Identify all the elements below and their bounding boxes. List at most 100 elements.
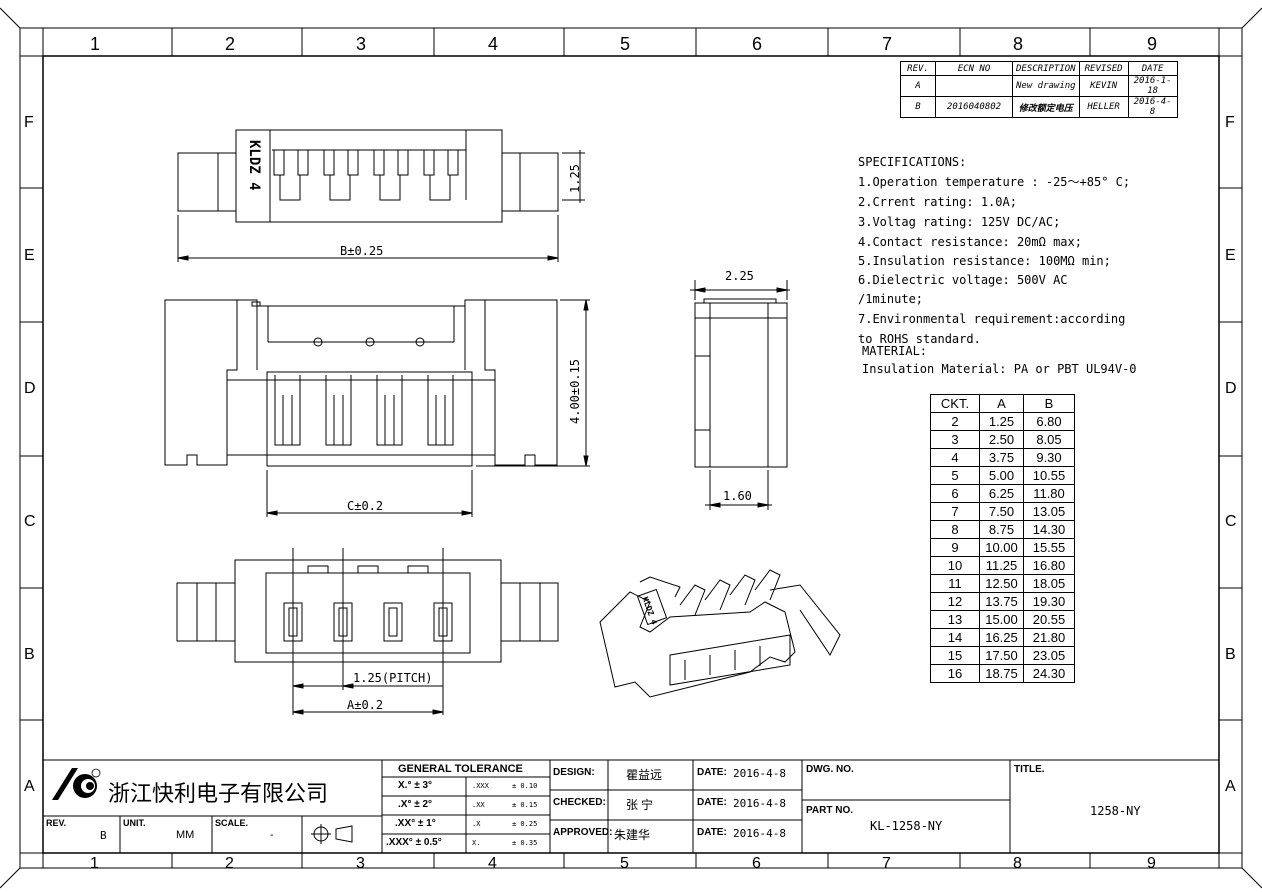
- column-label: 3: [356, 34, 367, 54]
- column-label: 6: [752, 855, 761, 872]
- design-date: 2016-4-8: [733, 767, 786, 780]
- table-cell: 16.80: [1023, 556, 1075, 575]
- revision-header: REV.: [900, 61, 936, 76]
- front-view: [164, 299, 590, 517]
- row-label: D: [1225, 380, 1237, 397]
- table-cell: 24.30: [1023, 664, 1075, 683]
- table-header-row: CKT. A B: [930, 394, 1075, 413]
- column-label: 7: [882, 34, 893, 54]
- title-block-lines: [43, 759, 1219, 853]
- column-ticks: [171, 28, 1091, 868]
- tolerance-value: ± 0.10: [512, 782, 538, 790]
- title-value: 1258-NY: [1090, 804, 1141, 818]
- table-cell: 10: [930, 556, 980, 575]
- table-cell: 10.55: [1023, 466, 1075, 485]
- table-cell: 5: [930, 466, 980, 485]
- table-cell: 11.25: [979, 556, 1024, 575]
- table-cell: 13: [930, 610, 980, 629]
- spec-line: 4.Contact resistance: 20mΩ max;: [858, 235, 1082, 249]
- table-cell: 7.50: [979, 502, 1024, 521]
- column-label: 4: [488, 34, 499, 54]
- row-label: F: [1225, 114, 1235, 131]
- table-cell: 14: [930, 628, 980, 647]
- table-header: A: [979, 394, 1024, 413]
- tolerance-angle: .XX° ± 1°: [395, 818, 436, 829]
- column-label: 3: [356, 855, 365, 872]
- bottom-view: [176, 548, 559, 715]
- row-ticks: [20, 187, 1242, 721]
- spec-line: /1minute;: [858, 292, 924, 306]
- tolerance-decimal: .X: [472, 820, 481, 828]
- table-cell: 6: [930, 484, 980, 503]
- table-cell: 13.75: [979, 592, 1024, 611]
- column-label: 2: [225, 855, 234, 872]
- scale-value: -: [270, 829, 274, 841]
- revision-cell: New drawing: [1012, 75, 1080, 97]
- table-cell: 2.50: [979, 430, 1024, 449]
- unit-label: UNIT.: [123, 818, 146, 828]
- revision-row: B 2016040802 修改额定电压 HELLER 2016-4-8: [900, 96, 1178, 118]
- outer-frame: [0, 7, 1262, 889]
- projection-symbol: [311, 824, 353, 844]
- isometric-view: [599, 569, 841, 698]
- dimension-pitch-label: 1.25(PITCH): [353, 671, 433, 685]
- table-cell: 5.00: [979, 466, 1024, 485]
- company-logo: [52, 768, 101, 800]
- revision-header: ECN NO: [935, 61, 1013, 76]
- design-label: DESIGN:: [553, 767, 595, 778]
- column-label: 6: [752, 34, 763, 54]
- part-number-label: PART NO.: [806, 805, 854, 816]
- column-label: 1: [90, 855, 99, 872]
- table-cell: 1.25: [979, 412, 1024, 431]
- row-label: A: [1225, 778, 1236, 795]
- date-label: DATE:: [697, 827, 727, 838]
- spec-line: 1.Operation temperature : -25～+85° C;: [858, 175, 1131, 189]
- housing-marking-label: KLDZ 4: [246, 140, 262, 191]
- row-label: F: [24, 114, 34, 131]
- revision-cell: KEVIN: [1078, 75, 1129, 97]
- tolerance-angle: X.° ± 3°: [398, 780, 433, 791]
- tolerance-value: ± 0.35: [512, 839, 538, 847]
- rev-label: REV.: [46, 818, 67, 828]
- spec-line: 2.Crrent rating: 1.0A;: [858, 195, 1017, 209]
- table-header: CKT.: [930, 394, 980, 413]
- table-cell: 8.75: [979, 520, 1024, 539]
- revision-cell: A: [900, 75, 936, 97]
- dimension-a-label: A±0.2: [347, 698, 384, 712]
- tolerance-angle: .XXX° ± 0.5°: [386, 837, 442, 848]
- row-label: C: [24, 513, 36, 530]
- dimension-b-label: B±0.25: [340, 244, 384, 258]
- tolerance-value: ± 0.25: [512, 820, 538, 828]
- table-cell: 8.05: [1023, 430, 1075, 449]
- tolerance-title: GENERAL TOLERANCE: [398, 763, 523, 775]
- revision-cell: 2016-4-8: [1127, 96, 1178, 118]
- tolerance-decimal: .XXX: [472, 782, 489, 790]
- revision-table: REV. ECN NO DESCRIPTION REVISED DATE A N…: [900, 61, 1178, 118]
- table-cell: 12: [930, 592, 980, 611]
- drawing-number-label: DWG. NO.: [806, 764, 854, 775]
- table-cell: 13.05: [1023, 502, 1075, 521]
- dimension-side-width-label: 2.25: [725, 269, 754, 283]
- revision-cell: 2016040802: [935, 96, 1013, 118]
- checked-date: 2016-4-8: [733, 797, 786, 810]
- spec-line: 3.Voltag rating: 125V DC/AC;: [858, 215, 1061, 229]
- table-cell: 12.50: [979, 574, 1024, 593]
- row-label: A: [24, 778, 35, 795]
- revision-cell: 2016-1-18: [1127, 75, 1178, 97]
- table-cell: 6.25: [979, 484, 1024, 503]
- column-label: 5: [620, 34, 631, 54]
- revision-header: REVISED: [1078, 61, 1129, 76]
- table-cell: 9: [930, 538, 980, 557]
- table-cell: 3: [930, 430, 980, 449]
